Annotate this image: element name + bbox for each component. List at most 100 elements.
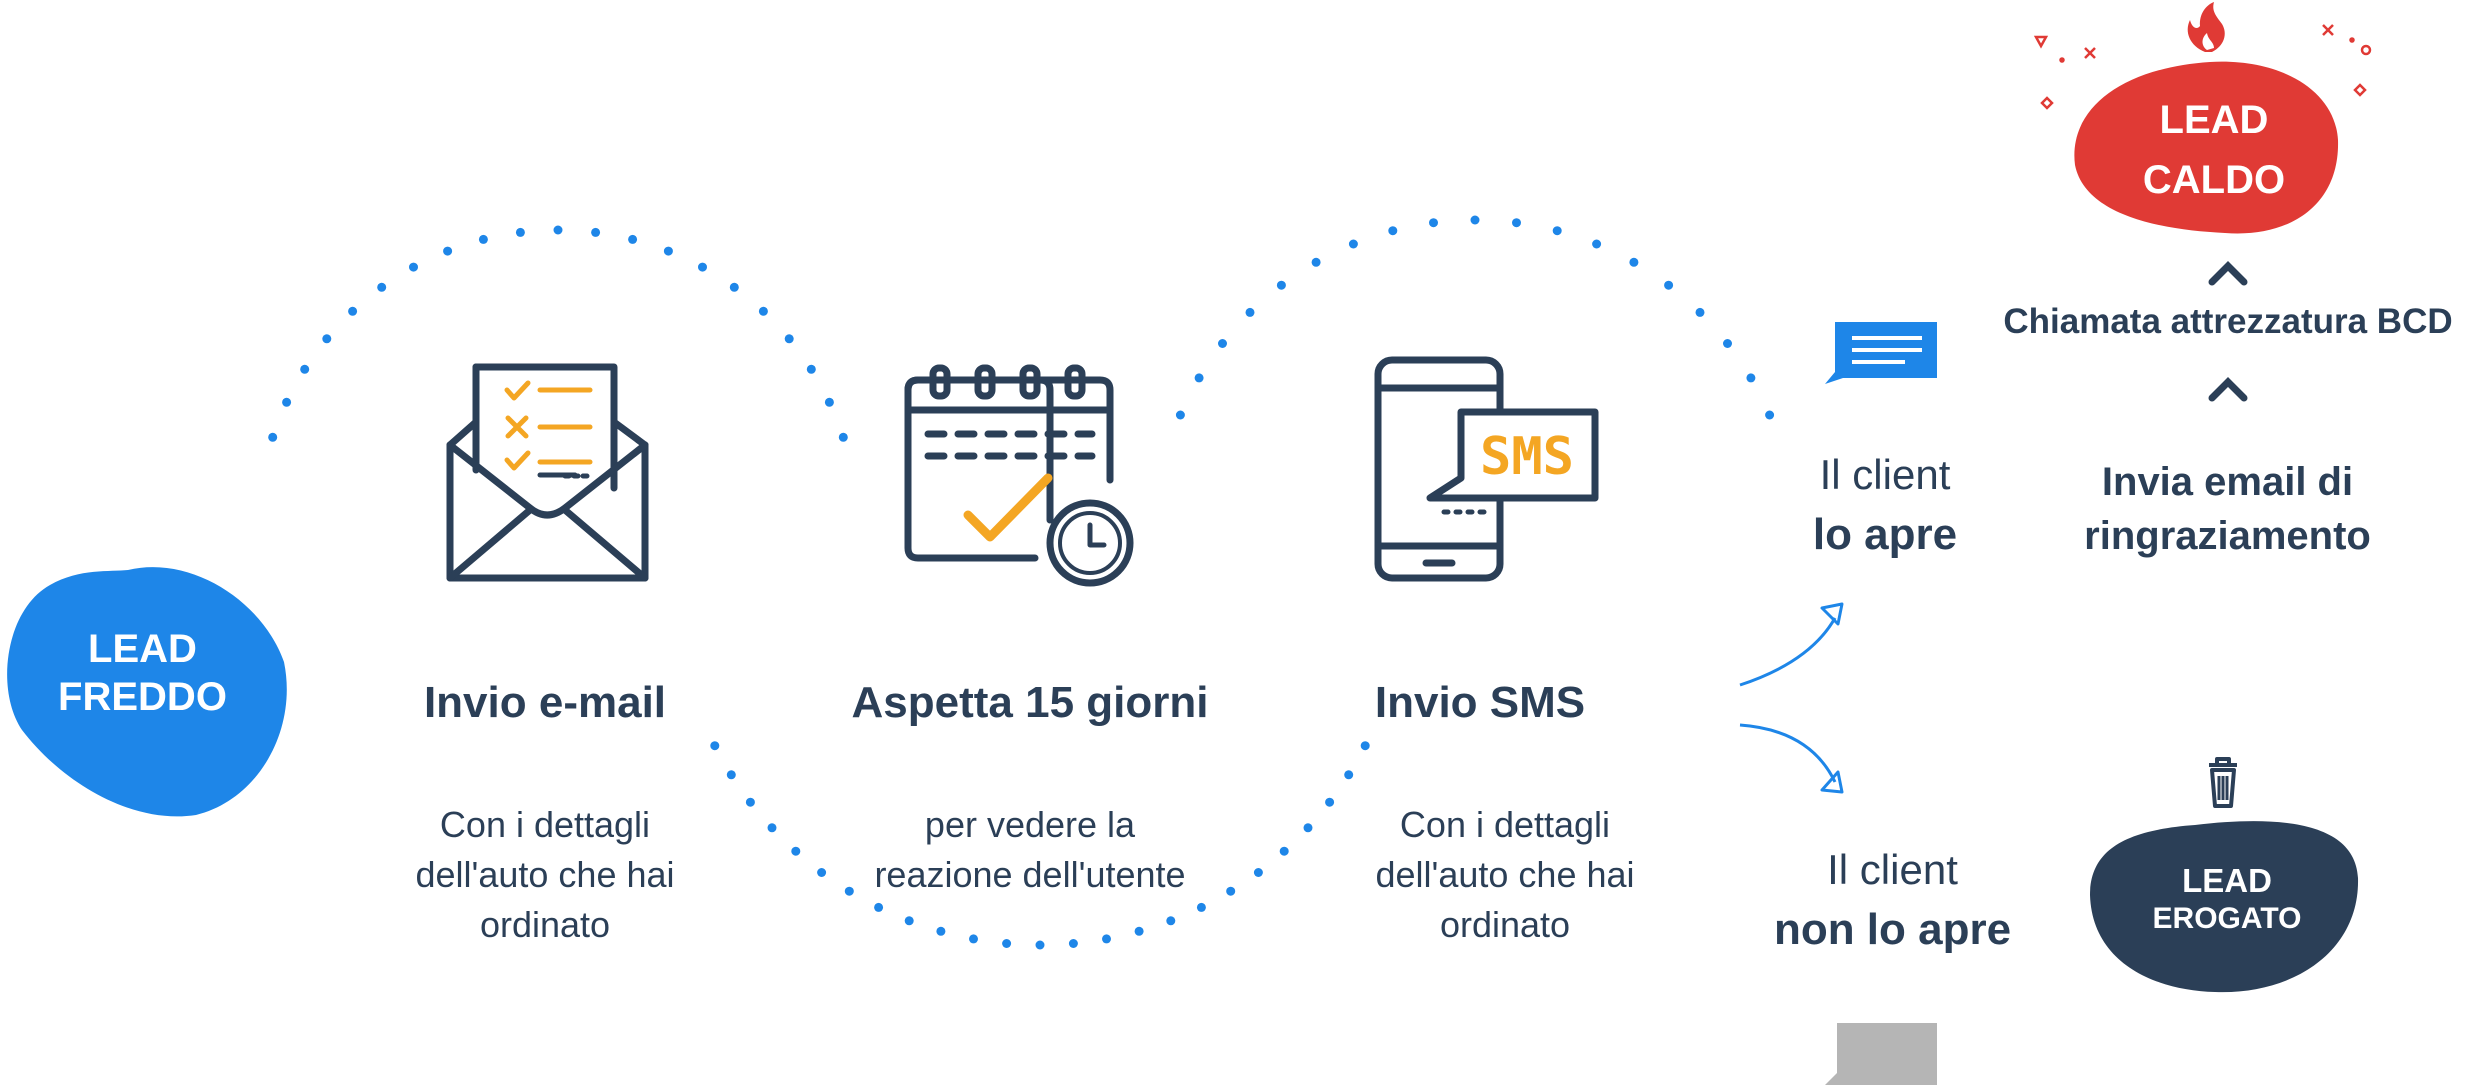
dot: [1276, 280, 1286, 290]
step-wait-title: Aspetta 15 giorni: [851, 678, 1209, 727]
sparkle-decorations: [2033, 24, 2372, 110]
dot: [409, 262, 418, 272]
action-email-line1: Invia email di: [2101, 460, 2354, 504]
lead-cold-line2: FREDDO: [58, 675, 227, 719]
dot: [663, 246, 673, 256]
dot: [1068, 939, 1078, 948]
lead-delivered-blob: [2090, 821, 2359, 993]
dot: [1166, 916, 1176, 926]
dot: [1629, 257, 1639, 267]
dot: [515, 227, 525, 237]
branch-closed-line2: non lo apre: [1773, 905, 2012, 954]
branch-closed-text: Il client non lo apre: [1740, 840, 2045, 960]
lead-cold-label: LEAD FREDDO: [20, 625, 265, 721]
step-sms-desc: Con i dettagli dell'auto che hai ordinat…: [1330, 800, 1680, 950]
open-message-icon: [1825, 322, 1937, 384]
dot: [817, 868, 827, 877]
arrow-to-closed: [1739, 723, 1837, 783]
dotted-arc-connectors: [268, 215, 1775, 950]
branch-open-line2: lo apre: [1812, 510, 1958, 559]
dot: [745, 797, 755, 807]
dot: [553, 225, 563, 235]
dot: [791, 846, 801, 856]
desc-line: Con i dettagli: [1399, 804, 1611, 845]
dot: [1245, 307, 1255, 317]
dot: [1035, 940, 1045, 950]
dot: [1196, 902, 1206, 912]
fire-icon: [2187, 2, 2225, 52]
dot: [300, 364, 310, 374]
branch-open-line1: Il client: [1819, 451, 1951, 498]
dot: [1348, 239, 1358, 249]
dot: [838, 432, 848, 442]
step-wait-desc: per vedere la reazione dell'utente: [820, 800, 1240, 900]
dot: [1664, 280, 1674, 290]
lead-delivered-line2: EROGATO: [2152, 902, 2302, 935]
desc-line: ordinato: [1439, 904, 1571, 945]
dot: [936, 926, 946, 936]
desc-line: per vedere la: [924, 804, 1136, 845]
dot: [904, 916, 914, 926]
dot: [282, 397, 292, 407]
dot: [1311, 257, 1321, 267]
calendar-clock-icon: [904, 364, 1134, 587]
dot: [1134, 926, 1144, 936]
dot: [1218, 339, 1227, 348]
trash-icon: [2209, 757, 2237, 808]
dot: [628, 234, 638, 244]
dot: [767, 823, 777, 833]
phone-sms-icon: [1374, 356, 1599, 582]
step-sms-title: Invio SMS: [1374, 678, 1586, 727]
fire-icon-core: [2202, 33, 2214, 50]
desc-line: dell'auto che hai: [1375, 854, 1635, 895]
dot: [969, 934, 978, 944]
dot: [1102, 934, 1111, 944]
desc-line: ordinato: [479, 904, 611, 945]
dot: [348, 306, 358, 316]
lead-hot-blob: [2074, 61, 2339, 234]
desc-line: reazione dell'utente: [874, 854, 1186, 895]
dot: [1194, 373, 1204, 383]
closed-message-icon: [1825, 1023, 1937, 1085]
lead-cold-line1: LEAD: [88, 627, 197, 671]
dot: [1470, 215, 1480, 225]
dot: [758, 306, 768, 316]
lead-delivered-line1: LEAD: [2182, 862, 2272, 899]
branch-arrows: [1739, 602, 1844, 794]
lead-hot-line2: CALDO: [2142, 158, 2286, 202]
branch-closed-line1: Il client: [1827, 846, 1958, 893]
arrow-head-closed: [1820, 770, 1844, 794]
step-email-desc: Con i dettagli dell'auto che hai ordinat…: [370, 800, 720, 950]
sms-label: SMS: [1480, 427, 1574, 487]
dot: [1303, 823, 1313, 833]
chevron-up-icon: [2208, 377, 2248, 402]
action-call-text: Chiamata attrezzatura BCD: [2003, 302, 2453, 341]
envelope-checklist-icon: [446, 363, 649, 582]
desc-line: Con i dettagli: [439, 804, 651, 845]
dot: [1552, 226, 1562, 236]
dot: [1765, 410, 1775, 420]
dot: [322, 334, 332, 344]
lead-cold-blob: [7, 567, 287, 817]
action-email-line2: ringraziamento: [2084, 514, 2371, 558]
dot: [377, 282, 387, 292]
branch-open-text: Il client lo apre: [1740, 445, 2030, 565]
dot: [443, 246, 453, 256]
lead-hot-label: LEAD CALDO: [2100, 90, 2328, 210]
dot: [1325, 797, 1335, 807]
dot: [1695, 307, 1705, 317]
dot: [1723, 339, 1732, 348]
dot: [1253, 868, 1263, 877]
dot: [698, 262, 707, 272]
dot: [874, 902, 884, 912]
dot: [824, 397, 834, 407]
dot: [710, 741, 720, 751]
dot: [806, 364, 816, 374]
dot: [478, 234, 488, 244]
dot: [268, 432, 278, 442]
dot: [1388, 226, 1398, 236]
arrow-to-open: [1739, 617, 1837, 687]
dot: [1360, 741, 1370, 751]
dot: [1746, 373, 1756, 383]
